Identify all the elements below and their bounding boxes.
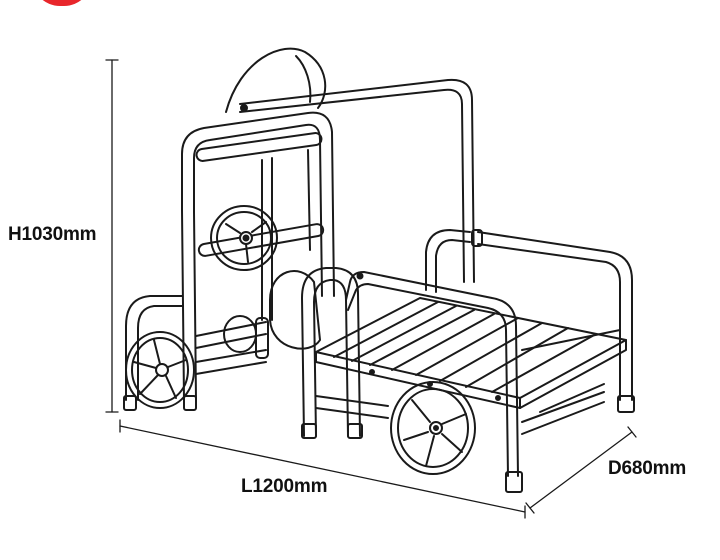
depth-dimension-line <box>525 426 637 514</box>
steering-wheel <box>210 205 278 271</box>
length-dimension-line <box>119 419 526 519</box>
roof-bars <box>239 78 475 283</box>
front-left-wheel <box>125 331 195 409</box>
height-label: H1030mm <box>8 224 97 245</box>
depth-label: D680mm <box>608 458 687 479</box>
rear-guard-rail <box>425 229 635 413</box>
rear-right-wheel <box>390 381 476 475</box>
length-label: L1200mm <box>241 476 328 497</box>
seat-backrest <box>181 47 335 297</box>
front-guard-rail <box>345 271 605 493</box>
deck-slats <box>315 297 627 409</box>
ladder-rungs <box>195 132 325 321</box>
chassis-frame <box>301 267 389 439</box>
corner-badge <box>32 0 92 6</box>
front-bumper-frame <box>123 209 197 411</box>
bottom-side-rails <box>195 317 269 375</box>
height-dimension-line <box>105 59 119 413</box>
rear-hidden-wheel <box>223 270 321 353</box>
